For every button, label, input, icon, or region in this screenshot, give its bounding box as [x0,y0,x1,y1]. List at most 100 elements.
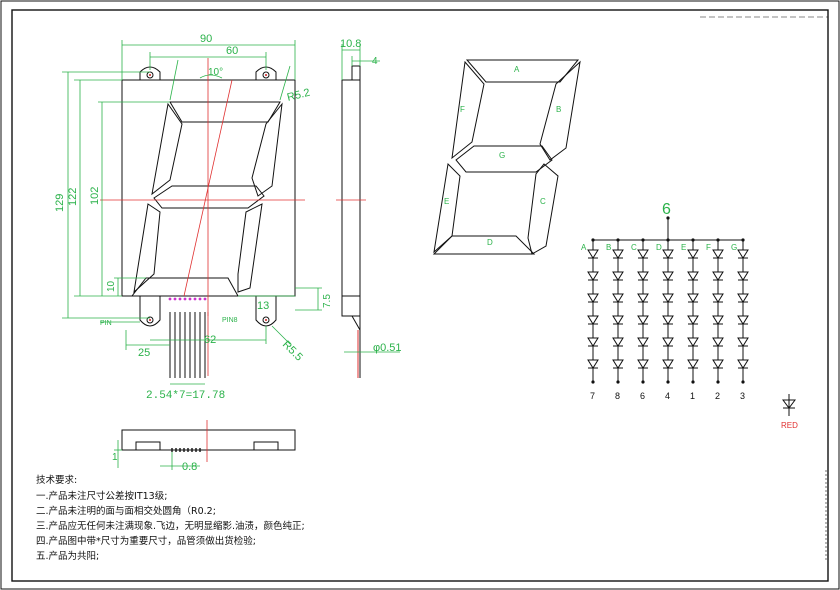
diode-icon [612,271,624,281]
diode-icon [737,337,749,347]
side-body [341,79,361,317]
diode-icon [737,359,749,369]
dim-13: 13 [257,300,269,312]
note-2: 二.产品未注明的面与面相交处圆角（R0.2; [36,505,216,517]
dim-60: 60 [226,45,238,57]
pins [169,312,206,378]
diode-icon [662,271,674,281]
diode-icon [637,337,649,347]
notes-title: 技术要求: [36,474,77,486]
diode-icon [712,359,724,369]
bottom-dimensions [114,440,200,470]
diode-icon [712,315,724,325]
dim-122: 122 [67,188,79,206]
pin-node [666,380,670,384]
hole-bottom-left [146,316,154,324]
seg-f [451,60,485,160]
front-seg-c [237,203,263,293]
label-pin8: PIN8 [222,317,238,324]
diode-icon [687,293,699,303]
diode-icon [662,337,674,347]
segment-column-label: C [631,243,637,252]
segment-column-label: F [706,243,711,252]
front-seg-g [153,185,265,209]
diode-icon [587,337,599,347]
label-pin: PIN [100,320,112,327]
pin-number-label: 2 [715,391,720,401]
note-3: 三.产品应无任何未注满现象.飞边，无明显缩影.油渍，颜色纯正; [36,520,305,532]
label-seg-c: C [540,197,546,206]
front-seg-d [130,277,239,297]
dim-r52: R5.2 [286,87,311,104]
note-5: 五.产品为共阳; [36,550,99,562]
diode-icon [637,359,649,369]
segment-column-label: B [606,243,611,252]
diode-icon [612,315,624,325]
segment-column-label: A [581,243,587,252]
pin-number-label: 4 [665,391,670,401]
diode-icon [587,293,599,303]
diode-icon [637,315,649,325]
slant-line [183,79,233,297]
diode-icon [737,293,749,303]
dim-7-5: 7.5 [322,294,333,308]
dim-pin-dia: φ0.51 [373,342,402,354]
tab-bottom-left [139,296,161,327]
front-dimensions [62,40,322,385]
side-view [336,65,366,378]
diode-icon [687,359,699,369]
diode-icon [662,315,674,325]
dim-25: 25 [138,347,150,359]
diode-icon [637,293,649,303]
diode-icon [737,315,749,325]
dim-r55: R5.5 [280,339,305,364]
front-digit [130,101,283,297]
diode-icon [662,249,674,259]
inner-border [11,9,829,582]
dim-0-8: 0.8 [182,461,197,473]
segment-column-label: G [731,243,737,252]
diode-icon [612,249,624,259]
diode-icon [612,337,624,347]
red-label: RED [781,421,798,430]
pin-number-label: 1 [690,391,695,401]
diode-icon [662,359,674,369]
side-dim-labels: 10.8 4 φ0.51 [340,38,402,354]
label-seg-e: E [444,197,449,206]
label-seg-g: G [499,151,505,160]
pin-number-label: 7 [590,391,595,401]
dim-10-8: 10.8 [340,38,361,50]
segment-column-label: D [656,243,662,252]
pin-node [691,380,695,384]
side-dimensions [341,44,400,353]
diode-icon [712,337,724,347]
note-1: 一.产品未注尺寸公差按IT13级; [36,490,167,502]
dim-10: 10 [106,280,117,292]
front-seg-e [133,203,161,294]
diode-icon [587,359,599,369]
dim-angle: 10° [208,67,223,78]
diode-icon [712,293,724,303]
diode-icon [687,337,699,347]
segment-labels: A B C D E F G [444,65,561,247]
diode-icon [587,249,599,259]
diode-icon [737,271,749,281]
dim-4: 4 [372,56,378,67]
diode-icon [662,293,674,303]
dim-62: 62 [204,334,216,346]
bottom-view [121,420,296,462]
diode-icon [782,399,796,409]
seg-b [539,60,581,161]
hole-bottom-right [262,316,270,324]
front-seg-b [251,102,283,197]
diode-icon [687,271,699,281]
front-view [100,58,305,378]
diode-icon [737,249,749,259]
dim-1: 1 [112,452,118,463]
diode-icon [587,315,599,325]
diode-icon [712,249,724,259]
